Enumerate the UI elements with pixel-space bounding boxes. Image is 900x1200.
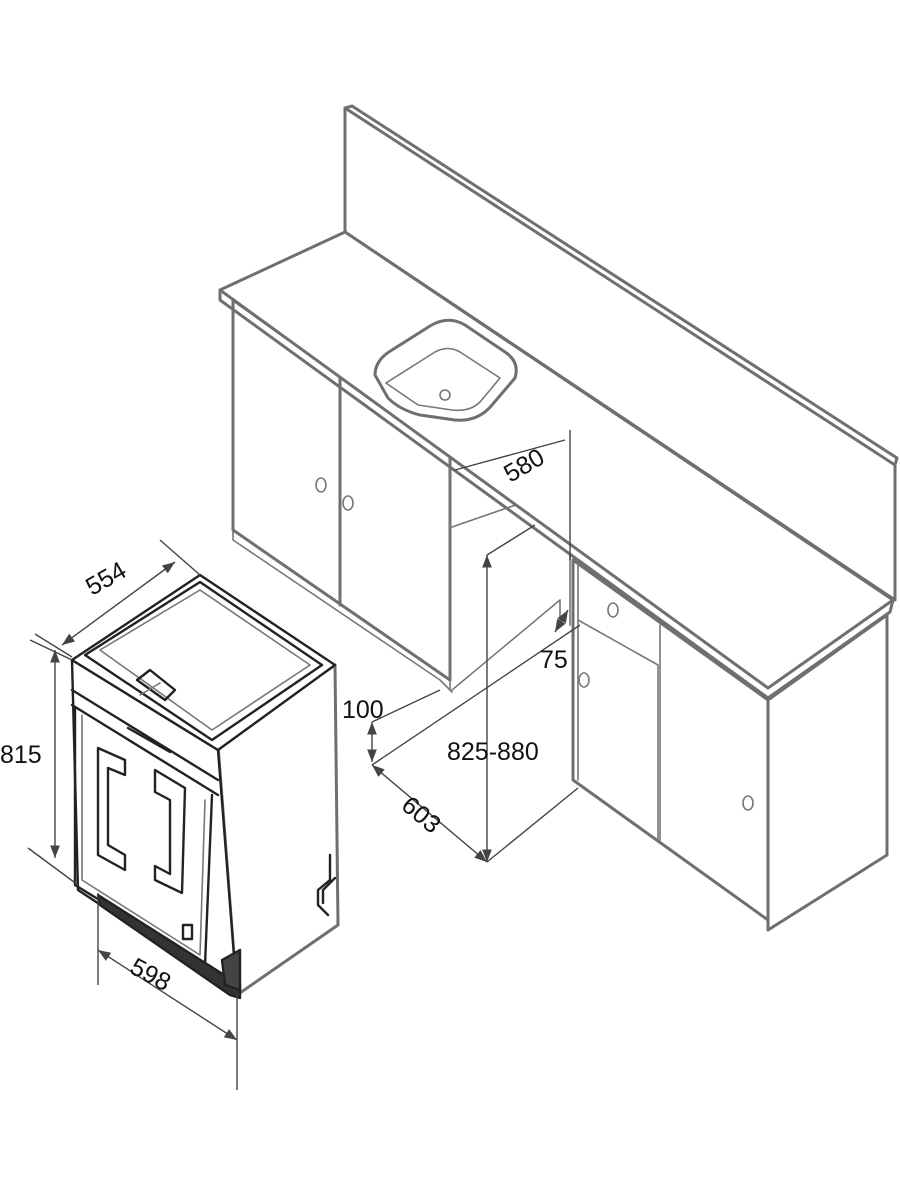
sink <box>373 318 518 422</box>
dim-line-75 <box>554 609 569 633</box>
label-plinth-depth: 75 <box>540 646 568 674</box>
label-appliance-width: 598 <box>125 953 175 997</box>
label-niche-width: 603 <box>396 791 446 839</box>
label-appliance-height: 815 <box>0 741 42 769</box>
dishwasher <box>70 573 340 1000</box>
drain-hose <box>316 853 332 917</box>
badge-icon <box>181 923 194 941</box>
label-plinth-height: 100 <box>342 696 384 724</box>
dim-line-580 <box>454 439 566 471</box>
backsplash <box>343 106 897 602</box>
dim-line-598 <box>97 949 238 1041</box>
dim-line-603 <box>371 764 488 863</box>
label-appliance-depth: 554 <box>81 556 131 601</box>
dim-line-554 <box>61 561 176 646</box>
kitchen-unit <box>218 104 899 932</box>
label-niche-height: 825-880 <box>447 738 539 766</box>
